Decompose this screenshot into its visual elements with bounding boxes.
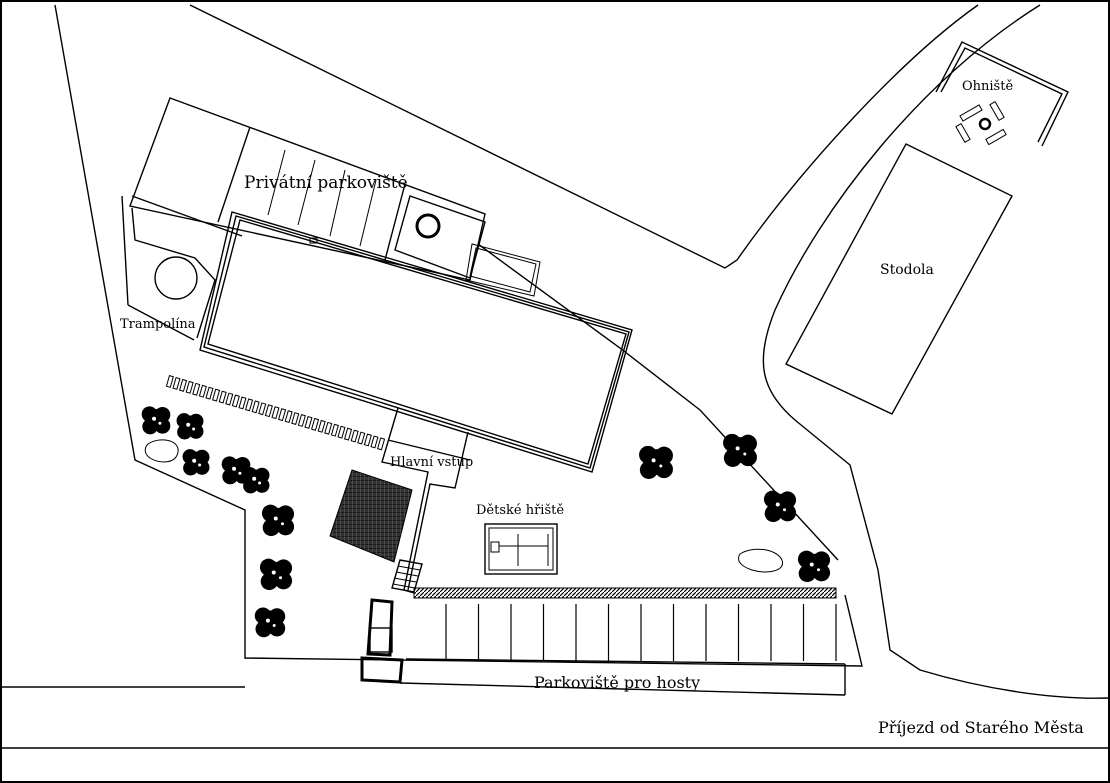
playground: [484, 523, 558, 575]
farm-road: [189, 4, 1110, 699]
label-privatni-parkoviste: Privátní parkoviště: [244, 173, 408, 193]
pond-left: [144, 439, 179, 463]
garden-benches: [165, 375, 386, 451]
tree-icon: [254, 607, 286, 638]
access-road: [0, 686, 1110, 749]
fire-pit: [935, 41, 1069, 147]
main-building: [199, 211, 633, 473]
terrace: [329, 469, 413, 563]
pond-right: [738, 548, 783, 573]
property-boundary: [54, 4, 863, 667]
fire-icon: [978, 117, 992, 131]
label-hlavni-vstup: Hlavní vstup: [390, 455, 473, 470]
well-icon: [415, 213, 441, 239]
label-stodola: Stodola: [880, 262, 934, 278]
entrance-stairs: [391, 559, 423, 593]
tree-icon: [639, 445, 673, 479]
private-parking: [129, 97, 486, 281]
tree-icon: [176, 413, 204, 440]
tree-icon: [141, 406, 171, 435]
guest-parking: [399, 587, 846, 696]
label-ohniste: Ohniště: [962, 79, 1013, 94]
tree-icon: [182, 449, 210, 476]
trampoline-area: [121, 195, 216, 341]
trampoline-icon: [154, 256, 198, 300]
tree-icon: [259, 558, 293, 591]
tree-icon: [763, 490, 797, 523]
tree-icon: [723, 433, 757, 467]
label-prijezd: Příjezd od Starého Města: [878, 718, 1084, 737]
entrance-path: [360, 407, 471, 684]
label-detske-hriste: Dětské hřiště: [476, 503, 564, 518]
tree-icon: [797, 550, 831, 583]
tree-icon: [242, 467, 270, 494]
label-trampolina: Trampolína: [120, 317, 196, 332]
tree-icon: [261, 504, 295, 537]
label-parkoviste-pro-hosty: Parkoviště pro hosty: [534, 673, 700, 692]
barn: [785, 143, 1013, 415]
trees: [141, 406, 831, 638]
